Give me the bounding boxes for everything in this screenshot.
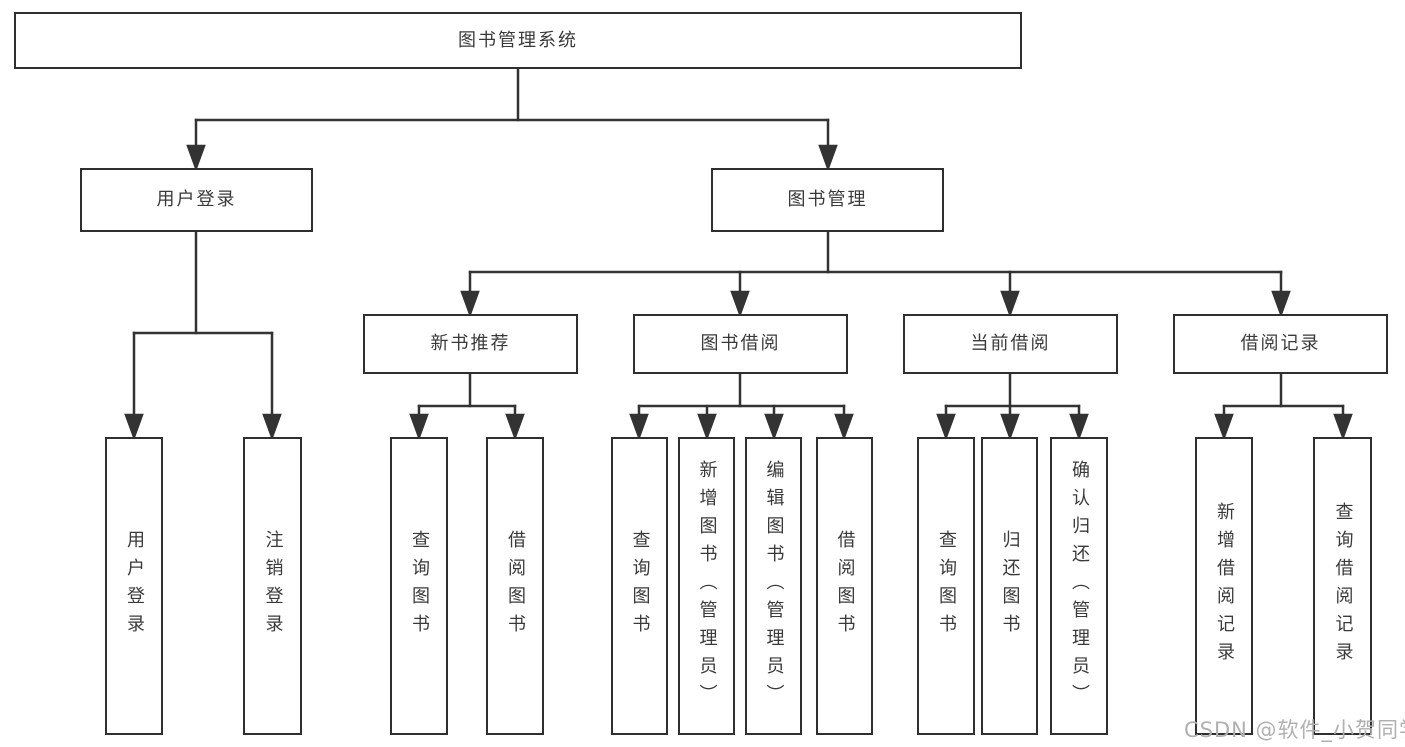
connector-book-management-sections bbox=[460, 230, 1291, 318]
leaf-query-books-recommendation-label: 查询图书 bbox=[409, 530, 430, 642]
leaf-borrow-books-recommendation-label: 借阅图书 bbox=[505, 530, 526, 642]
leaf-return-books: 归还图书 bbox=[981, 437, 1038, 735]
connector-book-borrowing-children bbox=[629, 372, 854, 441]
leaf-add-book-admin-label: 新增图书（管理员） bbox=[696, 460, 718, 712]
connector-user-login-children bbox=[124, 230, 282, 441]
node-book-management: 图书管理 bbox=[711, 168, 944, 232]
node-book-management-label: 图书管理 bbox=[787, 189, 868, 211]
connector-borrowing-records-children bbox=[1214, 372, 1353, 441]
node-user-login-label: 用户登录 bbox=[156, 189, 237, 211]
leaf-add-book-admin: 新增图书（管理员） bbox=[678, 437, 735, 735]
leaf-add-borrow-record: 新增借阅记录 bbox=[1195, 437, 1253, 735]
leaf-query-books-borrowing-label: 查询图书 bbox=[629, 530, 651, 642]
node-library-management-system: 图书管理系统 bbox=[14, 12, 1022, 69]
leaf-query-books-borrowing: 查询图书 bbox=[611, 437, 668, 735]
leaf-return-books-label: 归还图书 bbox=[999, 530, 1021, 642]
leaf-logout: 注销登录 bbox=[243, 437, 302, 735]
leaf-query-borrow-record-label: 查询借阅记录 bbox=[1332, 502, 1354, 670]
connector-current-borrowing-children bbox=[936, 372, 1089, 441]
leaf-borrow-books-borrowing-label: 借阅图书 bbox=[834, 530, 856, 642]
node-user-login: 用户登录 bbox=[80, 168, 313, 232]
node-borrowing-records-label: 借阅记录 bbox=[1240, 333, 1321, 355]
leaf-confirm-return-admin-label: 确认归还（管理员） bbox=[1069, 460, 1090, 712]
leaf-borrow-books-borrowing: 借阅图书 bbox=[816, 437, 873, 735]
node-borrowing-records: 借阅记录 bbox=[1173, 314, 1388, 374]
leaf-borrow-books-recommendation: 借阅图书 bbox=[486, 437, 544, 735]
leaf-query-borrow-record: 查询借阅记录 bbox=[1313, 437, 1372, 735]
leaf-user-login: 用户登录 bbox=[105, 437, 163, 735]
node-library-management-system-label: 图书管理系统 bbox=[458, 29, 578, 51]
leaf-query-books-recommendation: 查询图书 bbox=[390, 437, 448, 735]
leaf-user-login-label: 用户登录 bbox=[124, 530, 145, 642]
leaf-logout-label: 注销登录 bbox=[262, 530, 284, 642]
leaf-confirm-return-admin: 确认归还（管理员） bbox=[1050, 437, 1108, 735]
leaf-add-borrow-record-label: 新增借阅记录 bbox=[1214, 502, 1235, 670]
node-book-borrowing: 图书借阅 bbox=[633, 314, 848, 374]
connector-new-book-recommendation-children bbox=[409, 372, 525, 441]
leaf-query-books-current: 查询图书 bbox=[917, 437, 975, 735]
node-new-book-recommendation: 新书推荐 bbox=[363, 314, 578, 374]
node-new-book-recommendation-label: 新书推荐 bbox=[430, 333, 511, 355]
connector-root-to-level2 bbox=[186, 67, 838, 172]
node-current-borrowing-label: 当前借阅 bbox=[970, 333, 1051, 355]
leaf-query-books-current-label: 查询图书 bbox=[936, 530, 957, 642]
leaf-edit-book-admin-label: 编辑图书（管理员） bbox=[763, 460, 785, 712]
leaf-edit-book-admin: 编辑图书（管理员） bbox=[745, 437, 802, 735]
node-current-borrowing: 当前借阅 bbox=[903, 314, 1118, 374]
node-book-borrowing-label: 图书借阅 bbox=[700, 333, 781, 355]
watermark: CSDN @软件_小贺同学 bbox=[1184, 718, 1405, 742]
